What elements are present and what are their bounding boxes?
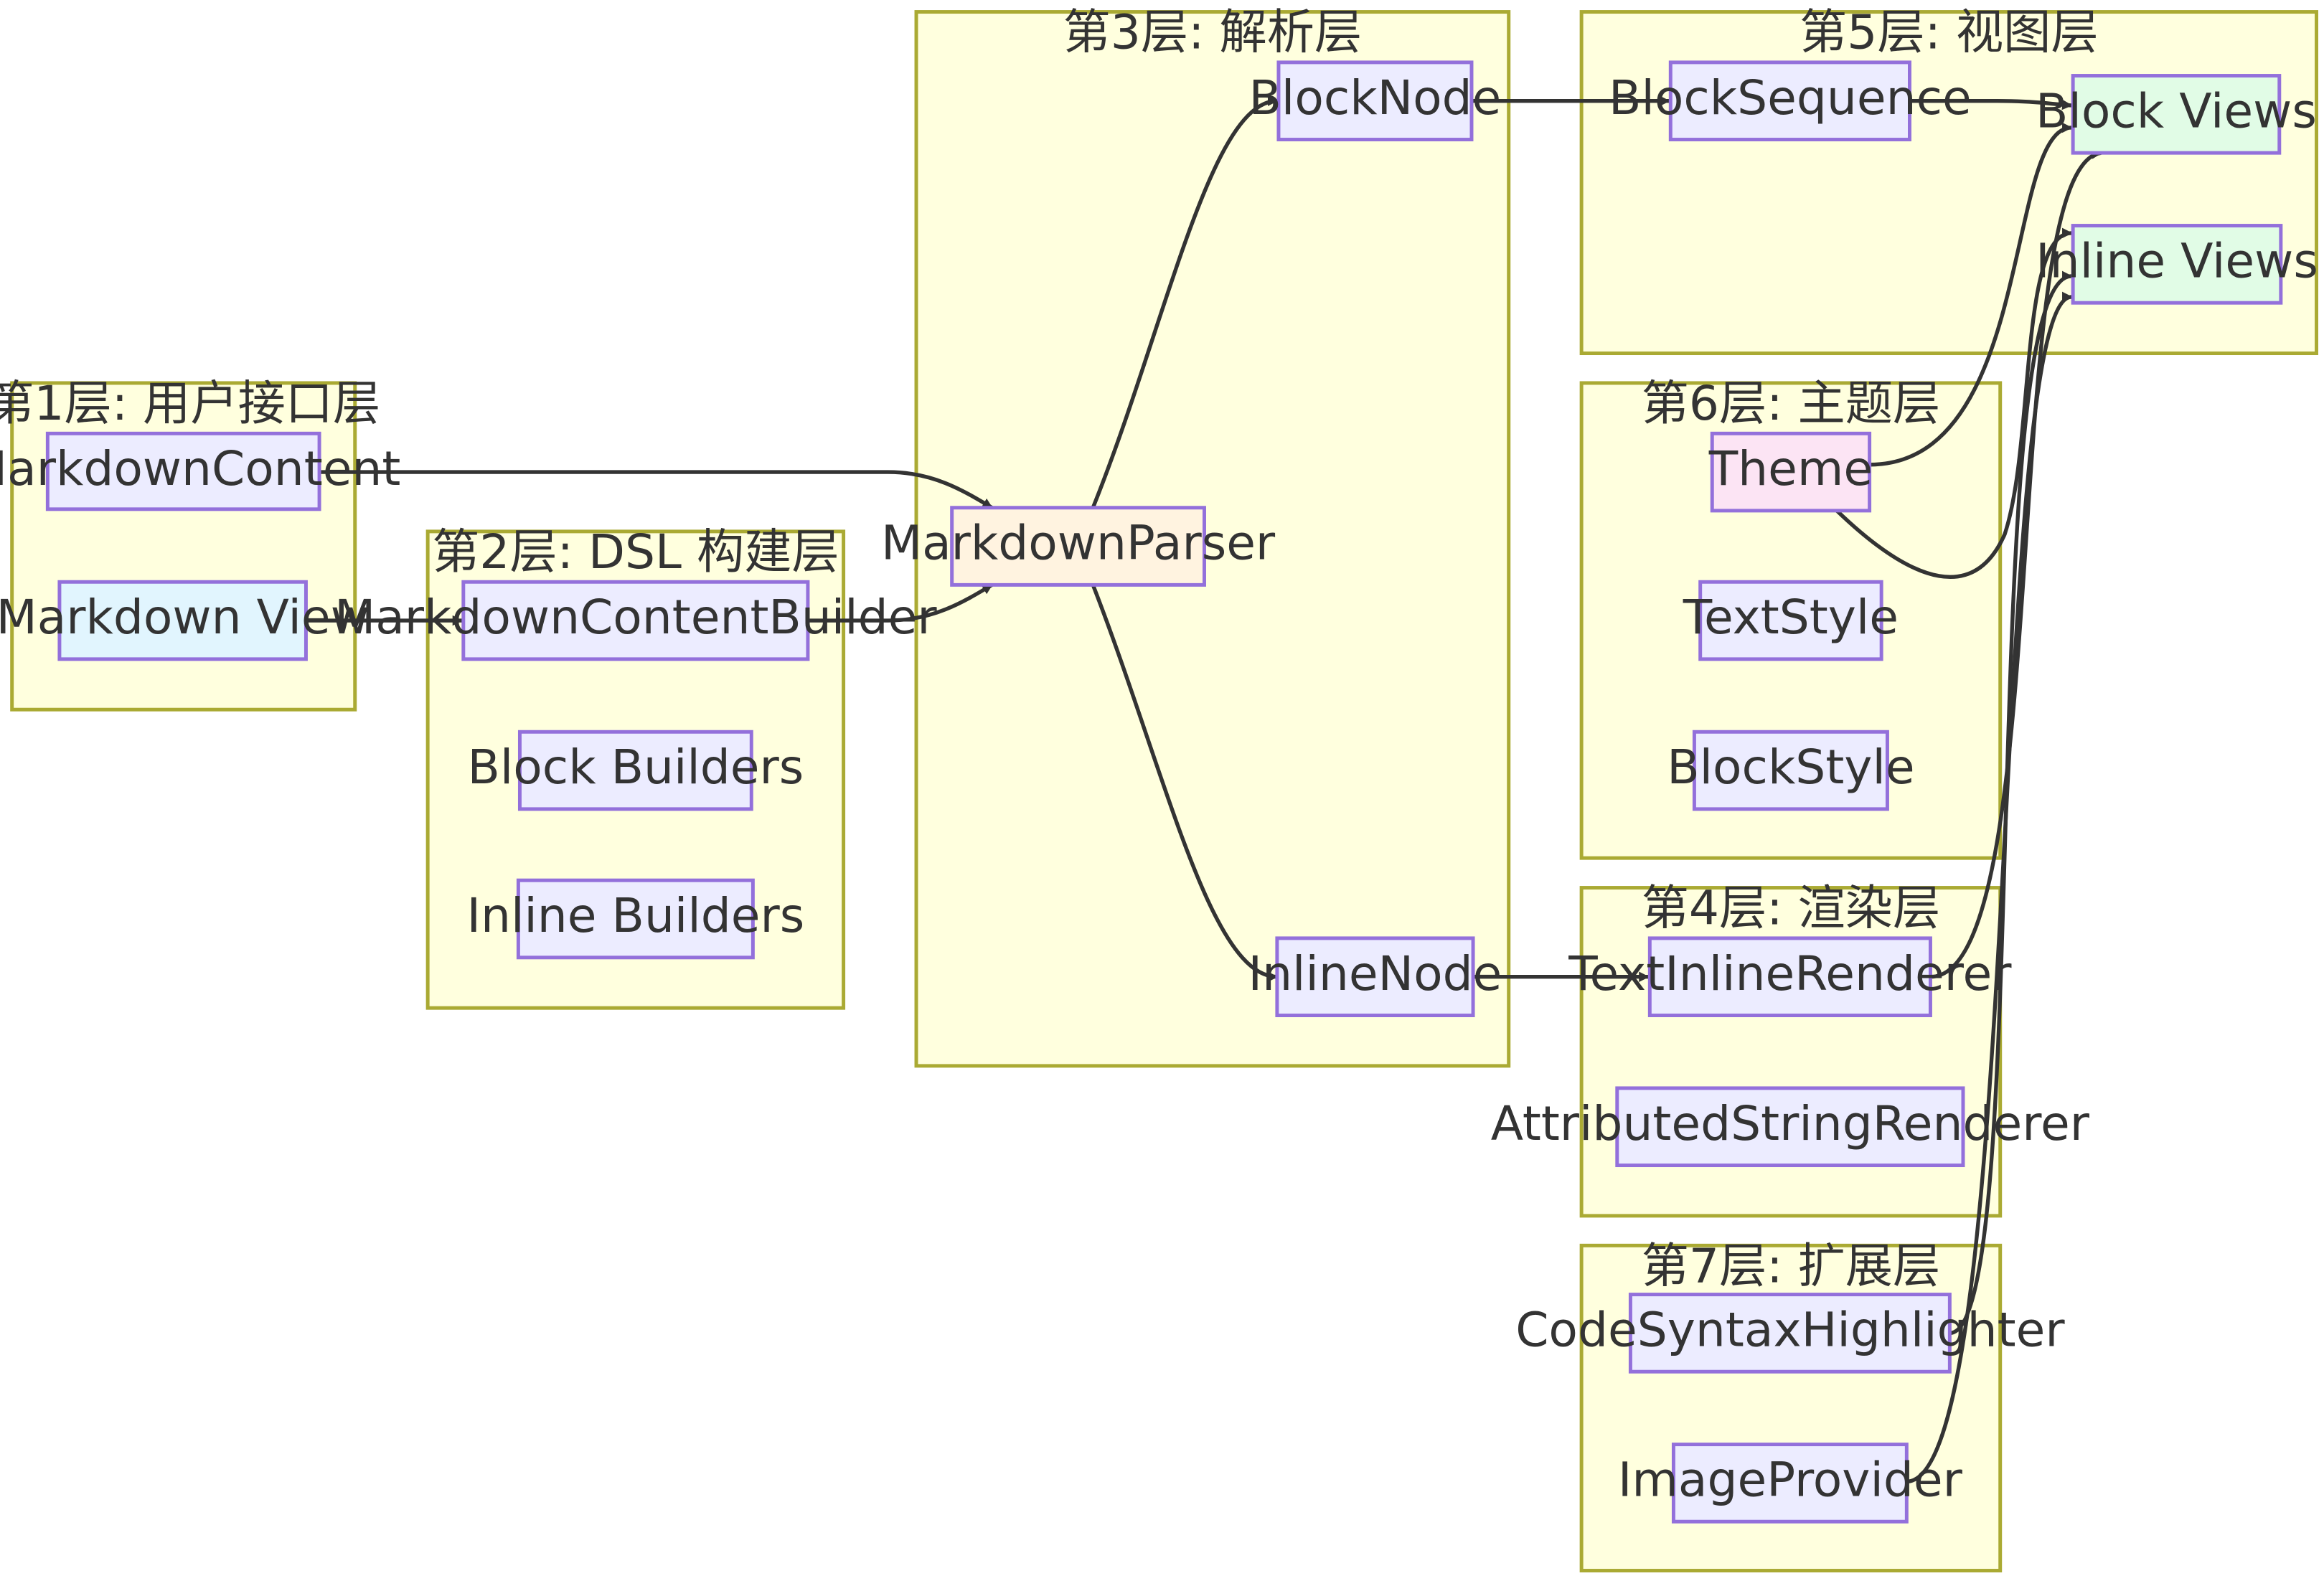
node-markdown-view-label: Markdown View [0, 590, 370, 645]
node-block-sequence-label: BlockSequence [1609, 70, 1972, 126]
node-inline-builders: Inline Builders [466, 878, 804, 960]
node-block-builders: Block Builders [467, 730, 804, 811]
node-text-style-label: TextStyle [1683, 590, 1899, 645]
node-inline-node-label: InlineNode [1248, 946, 1502, 1001]
subgraph-layer4-title: 第4层: 渲染层 [1642, 881, 1941, 936]
node-block-node-label: BlockNode [1249, 70, 1502, 126]
edge-markdowncontent-to-markdownparser [319, 470, 993, 510]
node-block-style: BlockStyle [1667, 730, 1915, 811]
node-image-provider-label: ImageProvider [1618, 1452, 1963, 1507]
node-inline-views-label: Inline Views [2036, 233, 2318, 288]
node-inline-node: InlineNode [1248, 936, 1502, 1018]
node-block-sequence: BlockSequence [1609, 60, 1972, 142]
node-markdown-view: Markdown View [0, 580, 370, 661]
node-block-builders-label: Block Builders [467, 740, 804, 795]
node-code-syntax-highlighter-label: CodeSyntaxHighlighter [1515, 1302, 2065, 1357]
node-markdown-parser: MarkdownParser [881, 506, 1276, 587]
subgraph-layer3-title: 第3层: 解析层 [1063, 5, 1363, 60]
node-attributed-string-renderer: AttributedStringRenderer [1491, 1086, 2090, 1168]
node-text-style: TextStyle [1683, 580, 1899, 661]
edge-markdownparser-to-inlinenode [1091, 584, 1279, 982]
node-block-style-label: BlockStyle [1667, 740, 1914, 795]
node-image-provider: ImageProvider [1618, 1443, 1963, 1524]
node-theme-label: Theme [1708, 441, 1873, 496]
edge-theme-to-blockviews [1869, 122, 2073, 467]
subgraph-layer6-title: 第6层: 主题层 [1642, 376, 1941, 431]
node-inline-builders-label: Inline Builders [466, 888, 804, 943]
node-markdown-parser-label: MarkdownParser [881, 516, 1276, 571]
node-text-inline-renderer: TextInlineRenderer [1568, 936, 2012, 1018]
edge-textinlinerenderer-to-blockviews [1930, 148, 2102, 979]
edge-blocksequence-to-blockviews [1909, 99, 2073, 110]
edge-markdownparser-to-blocknode [1091, 95, 1279, 509]
node-block-node: BlockNode [1249, 60, 1502, 142]
subgraph-layer1-title: 第1层: 用户接口层 [0, 376, 380, 431]
node-attributed-string-renderer-label: AttributedStringRenderer [1491, 1096, 2090, 1151]
subgraph-layer2-title: 第2层: DSL 构建层 [432, 524, 839, 580]
node-markdown-content: MarkdownContent [0, 431, 400, 511]
subgraph-layer7-title: 第7层: 扩展层 [1642, 1238, 1941, 1293]
edge-contentbuilder-to-markdownparser [807, 583, 993, 623]
node-block-views-label: Block Views [2036, 83, 2317, 138]
node-block-views: Block Views [2036, 74, 2317, 155]
node-markdown-content-builder-label: MarkdownContentBuilder [334, 590, 937, 645]
node-text-inline-renderer-label: TextInlineRenderer [1568, 946, 2012, 1001]
node-theme: Theme [1708, 431, 1873, 513]
node-markdown-content-builder: MarkdownContentBuilder [334, 580, 937, 661]
node-markdown-content-label: MarkdownContent [0, 441, 400, 496]
edge-theme-to-inlineviews [1835, 227, 2073, 579]
node-code-syntax-highlighter: CodeSyntaxHighlighter [1515, 1293, 2065, 1374]
edge-imageprovider-to-inlineviews [1906, 291, 2073, 1484]
subgraph-layer5-title: 第5层: 视图层 [1800, 5, 2099, 60]
node-inline-views: Inline Views [2036, 224, 2318, 305]
